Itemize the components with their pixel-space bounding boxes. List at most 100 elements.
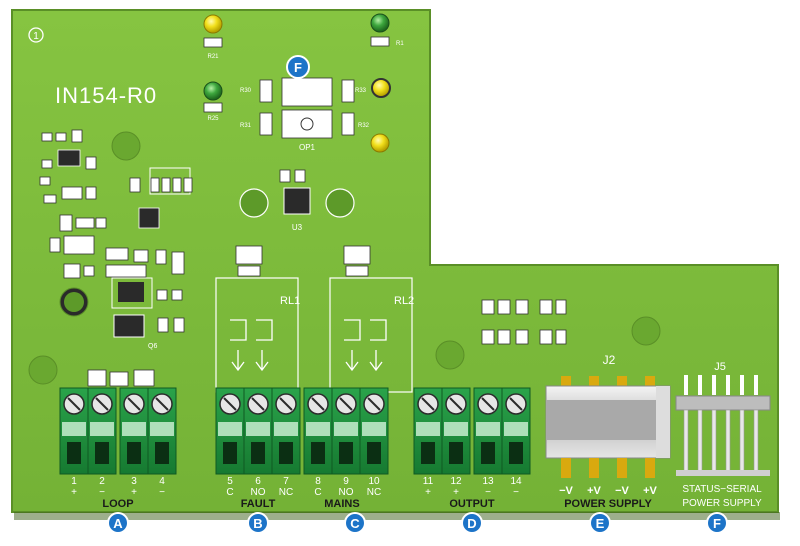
terminal-number: 13 — [482, 476, 494, 487]
terminal-number: 7 — [283, 476, 289, 487]
optocoupler-area: R30 R31 R33 R32 OP1 — [240, 77, 370, 152]
terminal-pin-3[interactable]: 3+ — [119, 387, 149, 498]
badge-c: C — [344, 512, 366, 534]
terminal-symbol: C — [226, 487, 233, 498]
group-power-supply: POWER SUPPLY — [564, 498, 652, 510]
led-label-r21: R21 — [207, 54, 219, 60]
j2-pin-4: +V — [643, 485, 657, 497]
terminal-number: 10 — [368, 476, 380, 487]
badge-e: E — [589, 512, 611, 534]
right-parts-cluster — [435, 299, 661, 370]
group-status-serial: STATUS−SERIAL — [682, 484, 762, 495]
terminal-pin-12[interactable]: 12+ — [441, 387, 471, 498]
terminal-pin-7[interactable]: 7NC — [271, 387, 301, 498]
led-r32 — [370, 133, 390, 153]
terminal-symbol: − — [159, 487, 165, 498]
label-rl1: RL1 — [280, 295, 300, 307]
j2-pin-labels: −V +V −V +V — [559, 485, 657, 497]
terminal-symbol: + — [425, 487, 431, 498]
board-shadow — [14, 512, 780, 520]
label-q6: Q6 — [148, 343, 157, 350]
label-r30: R30 — [240, 88, 252, 94]
led-label-r1: R1 — [396, 41, 404, 47]
led-r1: R1 — [370, 13, 404, 47]
terminal-number: 1 — [71, 476, 77, 487]
terminal-number: 14 — [510, 476, 522, 487]
terminal-pin-5[interactable]: 5C — [215, 387, 245, 498]
label-j5: J5 — [714, 361, 726, 373]
terminal-symbol: NO — [251, 487, 266, 498]
badge-f-top: F — [286, 55, 310, 79]
label-r32: R32 — [358, 123, 370, 129]
group-output: OUTPUT — [449, 498, 495, 510]
left-parts-cluster: Q6 — [28, 129, 193, 387]
terminal-number: 3 — [131, 476, 137, 487]
relay-rl2: RL2 — [329, 245, 414, 393]
terminal-symbol: − — [485, 487, 491, 498]
terminal-number: 11 — [423, 476, 434, 487]
j2-pin-2: +V — [587, 485, 601, 497]
label-j2: J2 — [603, 353, 616, 367]
badge-e-text: E — [596, 516, 605, 531]
badge-text: D — [467, 516, 476, 531]
terminal-number: 12 — [450, 476, 462, 487]
connector-j5 — [675, 375, 771, 476]
terminal-number: 8 — [315, 476, 321, 487]
terminal-pin-6[interactable]: 6NO — [243, 387, 273, 498]
badge-f-top-text: F — [294, 60, 302, 75]
badge-a: A — [107, 512, 129, 534]
badge-f-bottom-text: F — [713, 516, 721, 531]
terminal-pin-4[interactable]: 4− — [147, 387, 177, 498]
badge-d: D — [461, 512, 483, 534]
led-r25: R25 — [203, 81, 223, 122]
j2-pin-1: −V — [559, 485, 573, 497]
label-op1: OP1 — [299, 143, 316, 152]
terminal-number: 2 — [99, 476, 105, 487]
terminal-symbol: NO — [339, 487, 354, 498]
badge-f-bottom: F — [706, 512, 728, 534]
terminal-symbol: + — [71, 487, 77, 498]
j2-pin-3: −V — [615, 485, 629, 497]
terminal-pin-11[interactable]: 11+ — [413, 387, 443, 498]
group-status-serial-power: POWER SUPPLY — [682, 498, 762, 509]
corner-mark: 1 — [33, 31, 39, 42]
badge-text: B — [253, 516, 262, 531]
group-fault: FAULT — [241, 498, 276, 510]
ic-u3-area: U3 — [239, 169, 355, 232]
terminal-pin-2[interactable]: 2− — [87, 387, 117, 498]
badge-b: B — [247, 512, 269, 534]
terminal-pin-8[interactable]: 8C — [303, 387, 333, 498]
group-loop: LOOP — [102, 498, 133, 510]
group-mains: MAINS — [324, 498, 359, 510]
badge-text: A — [113, 516, 123, 531]
terminal-blocks: 1+2−3+4−5C6NO7NC8C9NO10NC11+12+13−14−LOO… — [59, 387, 531, 534]
terminal-symbol: + — [453, 487, 459, 498]
terminal-symbol: + — [131, 487, 137, 498]
terminal-number: 9 — [343, 476, 349, 487]
relay-rl1: RL1 — [215, 245, 300, 393]
terminal-symbol: NC — [367, 487, 381, 498]
terminal-number: 5 — [227, 476, 233, 487]
terminal-pin-1[interactable]: 1+ — [59, 387, 89, 498]
corner-mark-circle — [28, 27, 44, 43]
terminal-symbol: − — [99, 487, 105, 498]
terminal-symbol: C — [314, 487, 321, 498]
terminal-number: 6 — [255, 476, 261, 487]
terminal-symbol: NC — [279, 487, 293, 498]
terminal-pin-9[interactable]: 9NO — [331, 387, 361, 498]
terminal-symbol: − — [513, 487, 519, 498]
badge-text: C — [350, 516, 360, 531]
label-rl2: RL2 — [394, 295, 414, 307]
label-u3: U3 — [292, 223, 303, 232]
led-r21: R21 — [203, 14, 223, 60]
board-model: IN154-R0 — [55, 83, 157, 108]
terminal-number: 4 — [159, 476, 165, 487]
connector-j2 — [545, 376, 671, 478]
led-r33 — [371, 78, 391, 98]
label-r31: R31 — [240, 123, 252, 129]
terminal-pin-14[interactable]: 14− — [501, 387, 531, 498]
terminal-pin-13[interactable]: 13− — [473, 387, 503, 498]
